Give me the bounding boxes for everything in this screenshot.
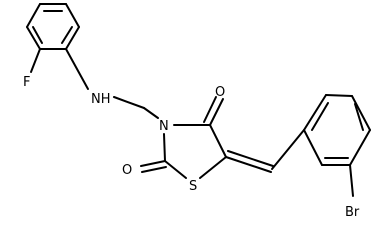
bond-c5-ch — [227, 150, 274, 167]
bond-inner — [32, 26, 43, 44]
bond — [325, 94, 353, 97]
structure-diagram: F NH N S O O Br — [23, 3, 371, 220]
molecule-drawing: F NH N S O O Br — [23, 3, 371, 220]
bond-inner — [311, 102, 329, 131]
atom-s: S — [189, 179, 197, 194]
bond-c4-c5 — [209, 124, 227, 158]
bond — [303, 129, 323, 166]
fluorophenyl-ring — [26, 3, 80, 50]
bond-c5-ch — [225, 156, 272, 173]
bond-inner — [61, 26, 73, 44]
bond-c4-o — [209, 98, 224, 126]
bond — [351, 95, 371, 131]
bond-c5-s — [199, 156, 227, 179]
bond-inner — [354, 103, 364, 131]
bond-c2-n — [163, 133, 166, 162]
bond — [26, 3, 41, 28]
bond-ring-nh — [65, 48, 89, 90]
bond-ch2-n — [143, 107, 159, 119]
atom-n: N — [159, 119, 169, 134]
bond — [349, 129, 371, 166]
bond — [26, 26, 41, 50]
bond-c-f — [30, 48, 41, 73]
bond-c2-o — [141, 166, 167, 173]
bond — [303, 94, 327, 131]
bond-c4-o — [203, 96, 217, 123]
atom-nh: NH — [91, 92, 111, 107]
bond-c-br — [349, 164, 354, 197]
bond-c2-o — [140, 160, 166, 167]
bond-s-c2 — [164, 160, 187, 179]
atom-o-top: O — [215, 85, 225, 100]
bond-ch-ring — [271, 129, 305, 170]
thiazolidinedione-ring: N S — [159, 119, 227, 194]
atom-o-left: O — [122, 163, 132, 178]
atom-f: F — [23, 75, 30, 90]
bond — [65, 3, 80, 28]
bond — [65, 26, 80, 50]
atom-br: Br — [345, 205, 360, 220]
bond-nh-ch2 — [113, 96, 145, 109]
bromophenyl-ring — [303, 94, 371, 166]
